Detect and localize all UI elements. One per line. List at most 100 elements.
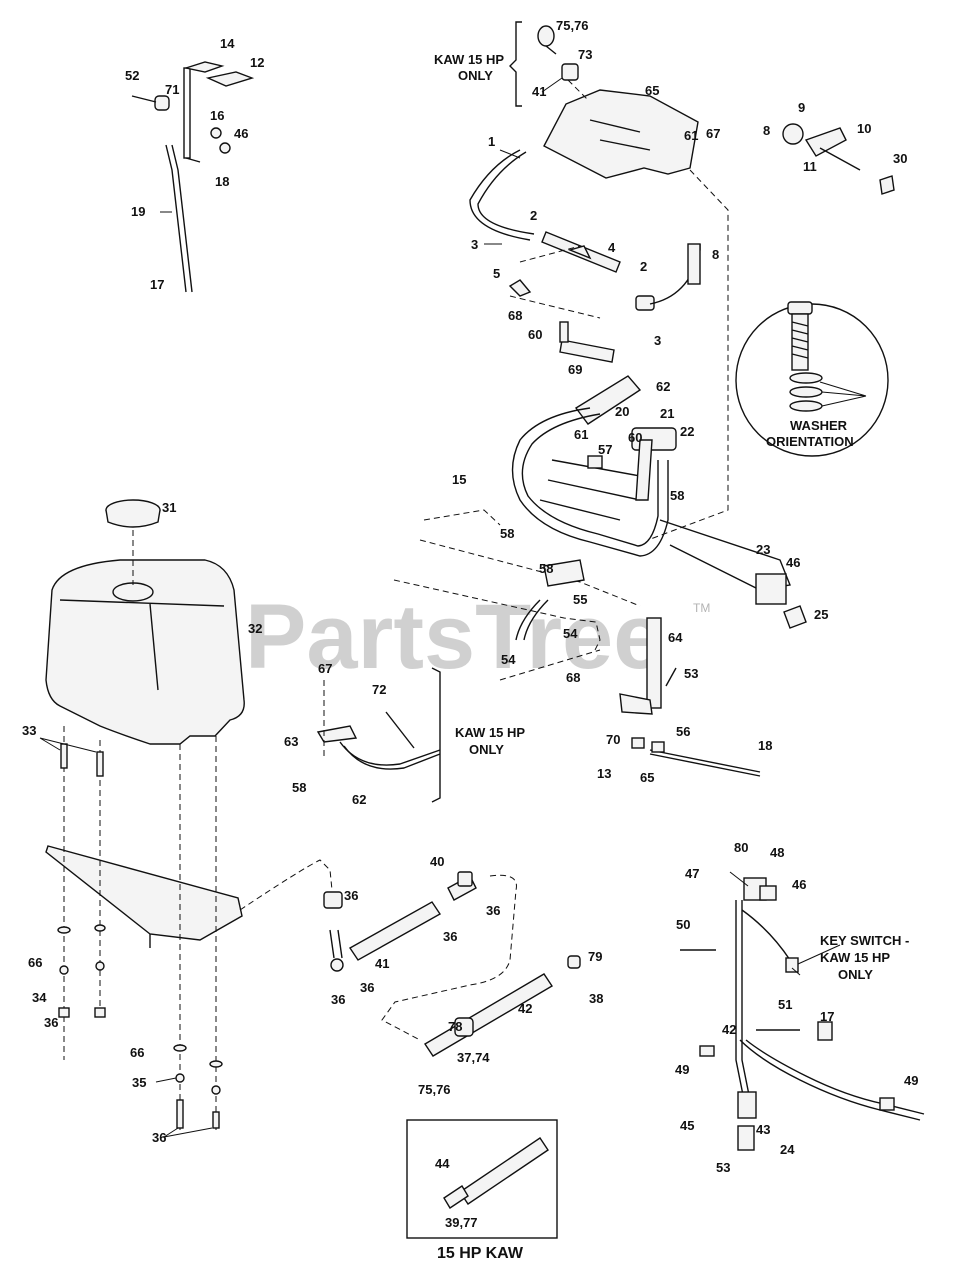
callout: 35 xyxy=(132,1075,146,1090)
callout: 5 xyxy=(493,266,500,281)
knob-assembly xyxy=(782,123,895,195)
callout: 4 xyxy=(608,240,616,255)
callout: 73 xyxy=(578,47,592,62)
callout: 2 xyxy=(640,259,647,274)
callout: 53 xyxy=(684,666,698,681)
callout: 80 xyxy=(734,840,748,855)
callout: 36 xyxy=(486,903,500,918)
callout: 11 xyxy=(803,159,817,174)
callout: 21 xyxy=(660,406,674,421)
callout: 65 xyxy=(645,83,659,98)
callout: 62 xyxy=(656,379,670,394)
callout: 56 xyxy=(676,724,690,739)
callout: 16 xyxy=(210,108,224,123)
watermark-text: PartsTree xyxy=(245,586,664,688)
callout: 42 xyxy=(518,1001,532,1016)
callout: 38 xyxy=(589,991,603,1006)
callout: 49 xyxy=(675,1062,689,1077)
callout: 75,76 xyxy=(556,18,589,33)
callout: 41 xyxy=(375,956,389,971)
callout: 53 xyxy=(716,1160,730,1175)
callout: 41 xyxy=(532,84,546,99)
callout: 54 xyxy=(563,626,578,641)
callout: 50 xyxy=(676,917,690,932)
callout: 32 xyxy=(248,621,262,636)
callout: 36 xyxy=(44,1015,58,1030)
callout: 62 xyxy=(352,792,366,807)
callout: 79 xyxy=(588,949,602,964)
callout: 14 xyxy=(220,36,235,51)
callout: 8 xyxy=(763,123,770,138)
callout: 15 xyxy=(452,472,466,487)
callout: 70 xyxy=(606,732,620,747)
callout: 46 xyxy=(786,555,800,570)
callout: 67 xyxy=(318,661,332,676)
caption-kaw-mid-1: KAW 15 HP xyxy=(455,725,525,740)
callout: 55 xyxy=(573,592,587,607)
callout: 10 xyxy=(857,121,871,136)
caption-washer-1: WASHER xyxy=(790,418,848,433)
callout: 61 xyxy=(574,427,588,442)
caption-washer-2: ORIENTATION xyxy=(766,434,854,449)
callout: 46 xyxy=(234,126,248,141)
callout: 17 xyxy=(820,1009,834,1024)
callout: 25 xyxy=(814,607,828,622)
watermark-trademark: TM xyxy=(693,601,710,615)
throttle-assembly xyxy=(619,617,761,777)
caption-key-switch-1: KEY SWITCH - xyxy=(820,933,909,948)
callout: 60 xyxy=(628,430,642,445)
dash-panel-assembly xyxy=(469,25,701,363)
callout: 24 xyxy=(780,1142,795,1157)
callout: 58 xyxy=(500,526,514,541)
callout: 75,76 xyxy=(418,1082,451,1097)
caption-kaw-top-2: ONLY xyxy=(458,68,493,83)
callout: 46 xyxy=(792,877,806,892)
callout: 68 xyxy=(508,308,522,323)
callout: 9 xyxy=(798,100,805,115)
kaw-cable-assembly xyxy=(316,667,441,803)
callout: 36 xyxy=(344,888,358,903)
kaw-15hp-detail-box xyxy=(406,1119,558,1239)
callout: 67 xyxy=(706,126,720,141)
caption-key-switch-3: ONLY xyxy=(838,967,873,982)
frame-assembly xyxy=(511,375,807,641)
callout: 42 xyxy=(722,1022,736,1037)
callout: 3 xyxy=(471,237,478,252)
callout: 72 xyxy=(372,682,386,697)
callout: 47 xyxy=(685,866,699,881)
callout: 48 xyxy=(770,845,784,860)
callout: 23 xyxy=(756,542,770,557)
caption-key-switch-2: KAW 15 HP xyxy=(820,950,890,965)
wire-harness xyxy=(680,877,925,1151)
callout-labels: 75,76 73 41 65 61 67 1 2 3 4 2 8 5 68 60… xyxy=(22,18,918,1230)
callout: 49 xyxy=(904,1073,918,1088)
caption-bottom: 15 HP KAW xyxy=(437,1245,524,1262)
callout: 71 xyxy=(165,82,179,97)
callout: 78 xyxy=(448,1019,462,1034)
callout: 39,77 xyxy=(445,1215,478,1230)
callout: 61 xyxy=(684,128,698,143)
callout: 44 xyxy=(435,1156,450,1171)
caption-kaw-top-1: KAW 15 HP xyxy=(434,52,504,67)
callout: 65 xyxy=(640,770,654,785)
callout: 58 xyxy=(670,488,684,503)
callout: 58 xyxy=(539,561,553,576)
callout: 51 xyxy=(778,997,792,1012)
callout: 17 xyxy=(150,277,164,292)
callout: 64 xyxy=(668,630,683,645)
callout: 12 xyxy=(250,55,264,70)
fuel-line-assembly xyxy=(323,871,581,1057)
callout: 36 xyxy=(443,929,457,944)
callout: 36 xyxy=(360,980,374,995)
caption-kaw-mid-2: ONLY xyxy=(469,742,504,757)
callout: 52 xyxy=(125,68,139,83)
callout: 3 xyxy=(654,333,661,348)
callout: 8 xyxy=(712,247,719,262)
callout: 18 xyxy=(758,738,772,753)
brake-pedal-assembly xyxy=(131,61,255,293)
callout: 36 xyxy=(331,992,345,1007)
callout: 36 xyxy=(152,1130,166,1145)
callout: 45 xyxy=(680,1118,694,1133)
fuel-tank xyxy=(45,499,245,1130)
